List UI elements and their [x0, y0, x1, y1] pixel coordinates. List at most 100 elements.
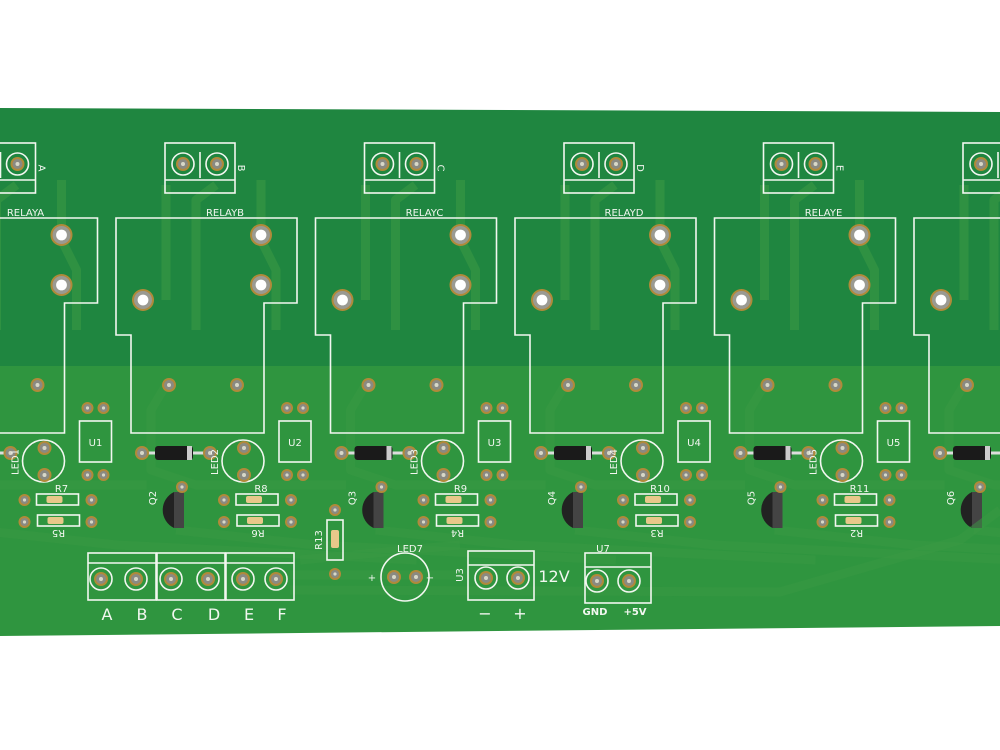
pad-hole [684, 406, 688, 410]
diode-body [953, 446, 991, 460]
v5-label: +5V [623, 607, 646, 618]
pad-hole [935, 294, 947, 306]
relay-outline [913, 217, 1000, 434]
pad-hole [222, 520, 226, 524]
pad-hole [42, 473, 47, 477]
pad-hole [206, 577, 210, 581]
relay-label: RELAYE [805, 208, 843, 219]
optocoupler-outline [477, 420, 512, 463]
input-terminal-block [87, 552, 157, 601]
pad-hole [820, 520, 825, 524]
terminal-label: A [36, 165, 47, 172]
transistor-flat [573, 492, 583, 528]
pad-hole [484, 576, 488, 580]
terminal-outline [159, 567, 183, 591]
input-label-d: D [208, 605, 220, 624]
pad-hole [241, 577, 245, 581]
pad-hole [539, 451, 543, 455]
pad-hole [134, 577, 138, 581]
pad-hole [366, 383, 371, 387]
pad-hole [89, 520, 94, 524]
resistor-outline [833, 493, 878, 506]
led-outline [420, 439, 465, 483]
optocoupler-label: U5 [887, 438, 901, 449]
power-connector-label: U3 [455, 568, 466, 582]
pad-hole [580, 162, 584, 166]
pad-hole [392, 575, 396, 579]
terminal-outline [196, 567, 220, 591]
pad-hole [455, 279, 466, 291]
trace [745, 382, 1000, 565]
pad-hole [854, 279, 865, 291]
resistor-label: R9 [454, 484, 467, 495]
input-label-e: E [244, 605, 254, 624]
pad-hole [938, 451, 942, 455]
pad-hole [421, 520, 426, 524]
pad-hole [965, 383, 969, 387]
optocoupler-label: U4 [687, 438, 701, 449]
resistor-outline [235, 493, 279, 506]
pad-hole [887, 498, 892, 502]
pad-hole [765, 383, 770, 387]
optocoupler-outline [278, 420, 312, 463]
input-label-b: B [137, 605, 148, 624]
led7-label: LED7 [397, 544, 423, 555]
trace [944, 382, 1000, 565]
pad-hole [883, 406, 888, 410]
pad-hole [500, 406, 505, 410]
copper-traces [0, 180, 1000, 565]
relay-label: RELAYA [7, 208, 44, 219]
u7-label: U7 [596, 544, 610, 555]
transistor-flat [174, 492, 184, 528]
pad-hole [595, 579, 599, 583]
diode-body [155, 446, 193, 460]
r13-outline [326, 519, 344, 561]
transistor-body [960, 492, 972, 528]
pad-hole [333, 508, 337, 512]
resistor-body [646, 517, 662, 524]
transistor-flat [373, 492, 384, 528]
pad-hole [180, 485, 184, 489]
pad-hole [255, 279, 267, 291]
pad-hole [536, 294, 548, 306]
transistor-body [362, 492, 374, 528]
relay-outline [713, 217, 897, 434]
pad-hole [779, 162, 784, 166]
input-label-a: A [102, 605, 113, 624]
pad-hole [441, 473, 446, 477]
gnd-label: GND [583, 607, 608, 618]
optocoupler-label: U3 [488, 438, 502, 449]
transistor-body [162, 492, 174, 528]
pad-hole [833, 383, 838, 387]
pad-hole [820, 498, 825, 502]
pad-hole [627, 579, 631, 583]
resistor-label: R5 [52, 527, 65, 538]
transistor-body [561, 492, 573, 528]
pad-hole [688, 520, 692, 524]
led-label: LED2 [210, 449, 221, 475]
terminal-block-outline [962, 142, 1000, 194]
pad-hole [285, 406, 289, 410]
diode-band [586, 446, 591, 460]
pad-hole [641, 446, 645, 450]
diode-body [554, 446, 592, 460]
pad-hole [208, 451, 212, 455]
plus-label: + [513, 604, 526, 623]
trace [146, 382, 617, 565]
transistor-label: Q5 [747, 491, 758, 505]
diode-band [187, 446, 192, 460]
relay-outline [514, 217, 697, 434]
resistor-label: R7 [55, 484, 68, 495]
led-label: LED4 [609, 449, 620, 475]
pad-hole [137, 294, 149, 306]
resistor-outline [35, 493, 80, 506]
optocoupler-outline [78, 420, 113, 463]
resistor-body [845, 517, 862, 524]
input-label-c: C [171, 605, 182, 624]
terminal-block-outline [563, 142, 635, 194]
relay-label: RELAYD [605, 208, 644, 219]
